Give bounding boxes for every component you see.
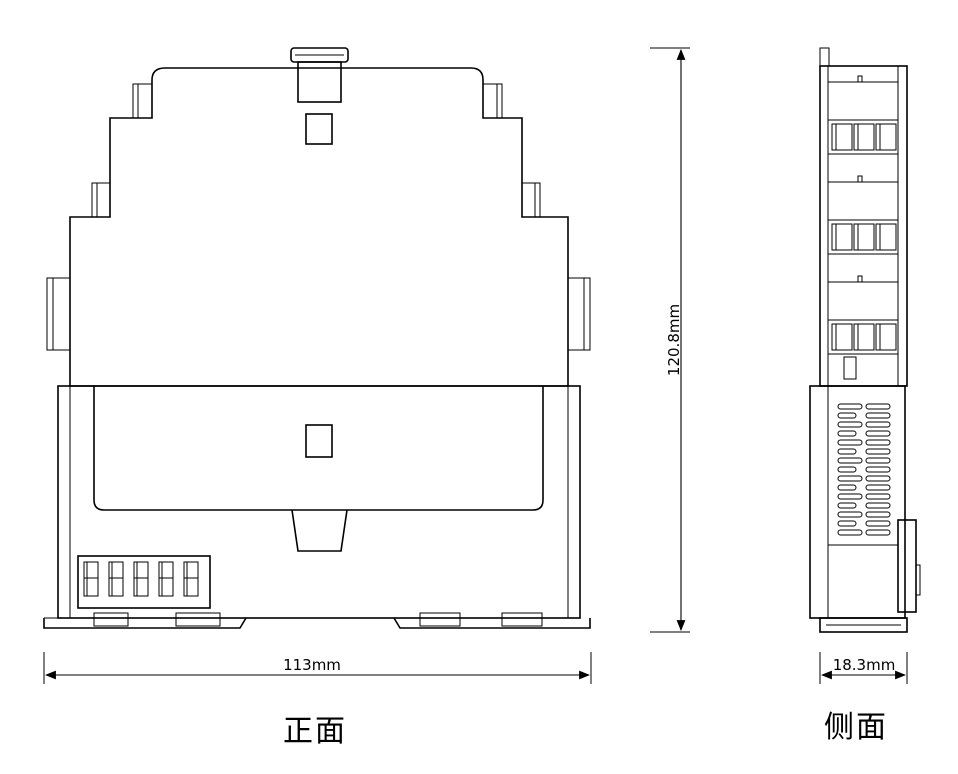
vent-slot bbox=[837, 448, 857, 455]
side-terminal bbox=[875, 223, 897, 251]
height-dimension: 120.8mm bbox=[650, 47, 690, 633]
width-dimension-label: 113mm bbox=[283, 656, 341, 674]
vent-slot bbox=[837, 475, 863, 482]
front-inner-panel bbox=[93, 386, 544, 511]
vent-slot bbox=[865, 466, 891, 473]
vent-slot bbox=[837, 430, 857, 437]
vent-slot bbox=[865, 448, 891, 455]
vent-slot bbox=[865, 412, 891, 419]
side-housing-lower bbox=[809, 385, 906, 619]
vent-slot bbox=[865, 475, 891, 482]
side-terminal bbox=[853, 223, 875, 251]
vent-slot bbox=[837, 421, 863, 428]
terminal-screw bbox=[133, 561, 149, 597]
vent-slot bbox=[865, 421, 891, 428]
width-dimension: 113mm bbox=[43, 652, 592, 684]
side-clip bbox=[897, 519, 917, 613]
vent-slot bbox=[865, 403, 891, 410]
terminal-screw bbox=[158, 561, 174, 597]
vent-slot bbox=[837, 466, 857, 473]
vent-slot bbox=[837, 412, 857, 419]
side-terminal bbox=[875, 123, 897, 151]
ventilation-slots bbox=[837, 403, 891, 536]
side-terminal bbox=[831, 223, 853, 251]
vent-slot bbox=[865, 439, 891, 446]
vent-slot bbox=[837, 502, 857, 509]
side-terminal bbox=[831, 323, 853, 351]
side-window bbox=[843, 356, 857, 380]
side-view-caption: 侧面 bbox=[824, 710, 888, 745]
front-window-upper bbox=[305, 113, 333, 145]
side-foot bbox=[819, 617, 908, 633]
terminal-screw bbox=[83, 561, 99, 597]
vent-slot bbox=[865, 529, 891, 536]
height-dimension-label: 120.8mm bbox=[665, 304, 683, 376]
front-window-lower bbox=[305, 424, 333, 458]
side-terminal bbox=[853, 323, 875, 351]
vent-slot bbox=[865, 484, 891, 491]
vent-slot bbox=[865, 430, 891, 437]
vent-slot bbox=[865, 457, 891, 464]
vent-slot bbox=[865, 493, 891, 500]
terminal-screw bbox=[108, 561, 124, 597]
vent-slot bbox=[865, 511, 891, 518]
side-housing-upper bbox=[819, 65, 908, 387]
top-clip bbox=[290, 47, 349, 103]
vent-slot bbox=[837, 529, 863, 536]
side-terminal bbox=[853, 123, 875, 151]
vent-slot bbox=[837, 493, 863, 500]
depth-dimension-label: 18.3mm bbox=[833, 656, 896, 674]
shoulder-latches bbox=[46, 83, 591, 351]
vent-slot bbox=[837, 520, 857, 527]
terminal-screw bbox=[183, 561, 199, 597]
vent-slot bbox=[865, 520, 891, 527]
side-terminal bbox=[831, 123, 853, 151]
vent-slot bbox=[837, 511, 863, 518]
vent-slot bbox=[865, 502, 891, 509]
vent-slot bbox=[837, 457, 863, 464]
front-bottom-tab bbox=[291, 509, 348, 552]
front-view-caption: 正面 bbox=[283, 714, 347, 749]
din-rail-feet bbox=[43, 612, 591, 629]
front-housing-lower bbox=[57, 385, 581, 619]
vent-slot bbox=[837, 403, 863, 410]
depth-dimension: 18.3mm bbox=[819, 652, 908, 684]
front-view bbox=[43, 47, 591, 629]
front-housing-upper bbox=[69, 67, 569, 387]
side-view bbox=[809, 47, 921, 633]
vent-slot bbox=[837, 484, 857, 491]
terminal-block bbox=[77, 555, 211, 609]
side-terminal bbox=[875, 323, 897, 351]
vent-slot bbox=[837, 439, 863, 446]
